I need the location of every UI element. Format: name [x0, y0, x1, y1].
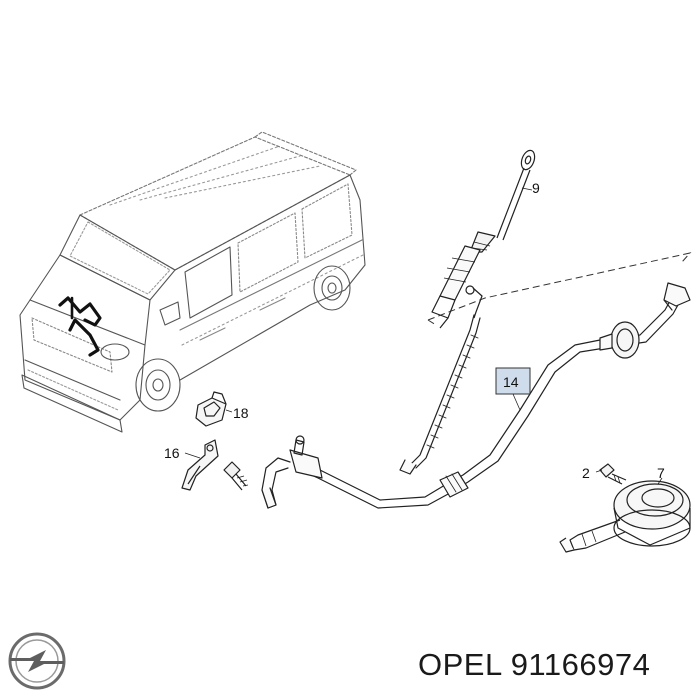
- part-18-clip: [195, 391, 227, 427]
- callout-16: 16: [164, 445, 180, 461]
- part-label: OPEL 91166974: [418, 640, 693, 690]
- callout-2: 2: [582, 465, 590, 481]
- part-16-bracket: [181, 439, 249, 491]
- leader-line-18: [225, 409, 233, 413]
- leader-line-2: [595, 469, 603, 473]
- part-number: 91166974: [510, 647, 651, 682]
- callout-box-14: [495, 367, 531, 395]
- dashed-frame: [427, 252, 692, 326]
- part-7-slave-cylinder: [559, 480, 691, 553]
- callout-14: 14: [503, 374, 519, 390]
- leader-line-7: [657, 477, 663, 485]
- callout-7: 7: [657, 465, 665, 481]
- part-14-clutch-hose: [261, 282, 691, 509]
- callout-18: 18: [233, 405, 249, 421]
- part-2-bolt: [599, 463, 627, 485]
- leader-line-9: [521, 187, 533, 191]
- opel-blitz-logo-icon: [8, 632, 66, 690]
- callout-9: 9: [532, 180, 540, 196]
- brand-name: OPEL: [418, 647, 502, 682]
- leader-line-16: [184, 452, 201, 459]
- van-illustration: [19, 131, 366, 433]
- part-9-master-cylinder: [431, 149, 536, 329]
- leader-line-14: [512, 393, 521, 411]
